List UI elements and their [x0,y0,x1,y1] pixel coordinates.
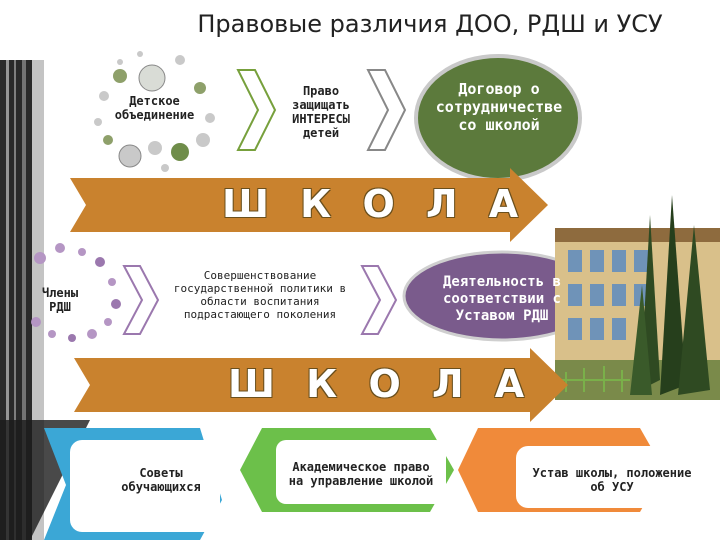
row1-circle-label: Детское объединение [92,94,217,122]
chevron-row2-b [362,266,396,334]
row3-right-text: Устав школы, положение об УСУ [528,466,696,494]
row1-middle-text: Право защищать ИНТЕРЕСЫ детей [272,84,370,141]
chevron-row1-a [238,70,275,150]
banner2-text: Ш К О Л А [228,362,533,406]
chevron-row1-b [368,70,405,150]
row2-badge-text: Деятельность в соответствии с Уставом РД… [420,274,584,324]
banner1-text: Ш К О Л А [222,182,527,226]
row3-middle-text: Академическое право на управление школой [284,460,438,488]
chevron-row2-a [124,266,158,334]
row2-middle-text: Совершенствование государственной полити… [160,270,360,322]
row3-left-text: Советы обучающихся [96,466,226,494]
row1-badge-text: Договор о сотрудничестве со школой [432,80,566,134]
row2-circle-label: Члены РДШ [30,286,90,314]
page-title: Правовые различия ДОО, РДШ и УСУ [150,10,710,38]
